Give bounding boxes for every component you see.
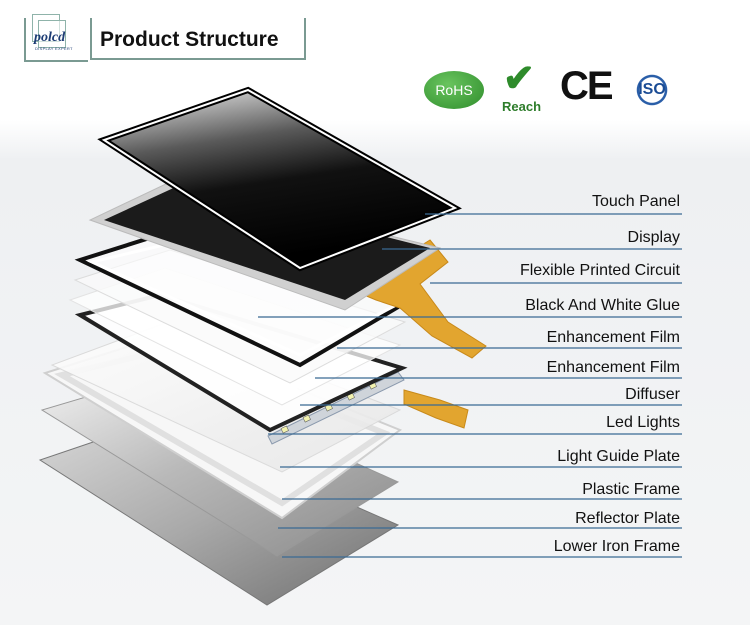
label-led-lights: Led Lights (606, 414, 680, 431)
label-black-white-glue: Black And White Glue (525, 297, 680, 314)
iso-text: ISO (638, 81, 666, 98)
label-plastic-frame: Plastic Frame (582, 481, 680, 498)
label-enhancement-film-2: Enhancement Film (546, 359, 680, 376)
label-light-guide-plate: Light Guide Plate (557, 448, 680, 465)
label-lower-iron-frame: Lower Iron Frame (553, 538, 680, 555)
label-diffuser: Diffuser (625, 386, 680, 403)
label-enhancement-film-1: Enhancement Film (546, 329, 680, 346)
label-flexible-printed-circuit: Flexible Printed Circuit (519, 262, 680, 279)
page-title: Product Structure (100, 28, 279, 51)
label-reflector-plate: Reflector Plate (575, 510, 680, 527)
iso-badge: ISO (630, 68, 674, 112)
reach-check-icon: ✔ (503, 58, 535, 100)
label-touch-panel: Touch Panel (591, 193, 680, 210)
ce-badge: CE (560, 64, 614, 108)
led-fpc-shape (403, 389, 469, 429)
logo: polcd DISPLAY EXPERT (24, 14, 88, 62)
logo-subtext: DISPLAY EXPERT (35, 46, 73, 51)
led-strip-shape (267, 371, 405, 445)
header: polcd DISPLAY EXPERT Product Structure (24, 14, 308, 62)
label-display: Display (627, 229, 680, 246)
title-box: Product Structure (90, 18, 306, 60)
rohs-badge: RoHS (424, 71, 484, 109)
logo-text: polcd (34, 30, 66, 45)
reach-badge: Reach (502, 99, 542, 114)
